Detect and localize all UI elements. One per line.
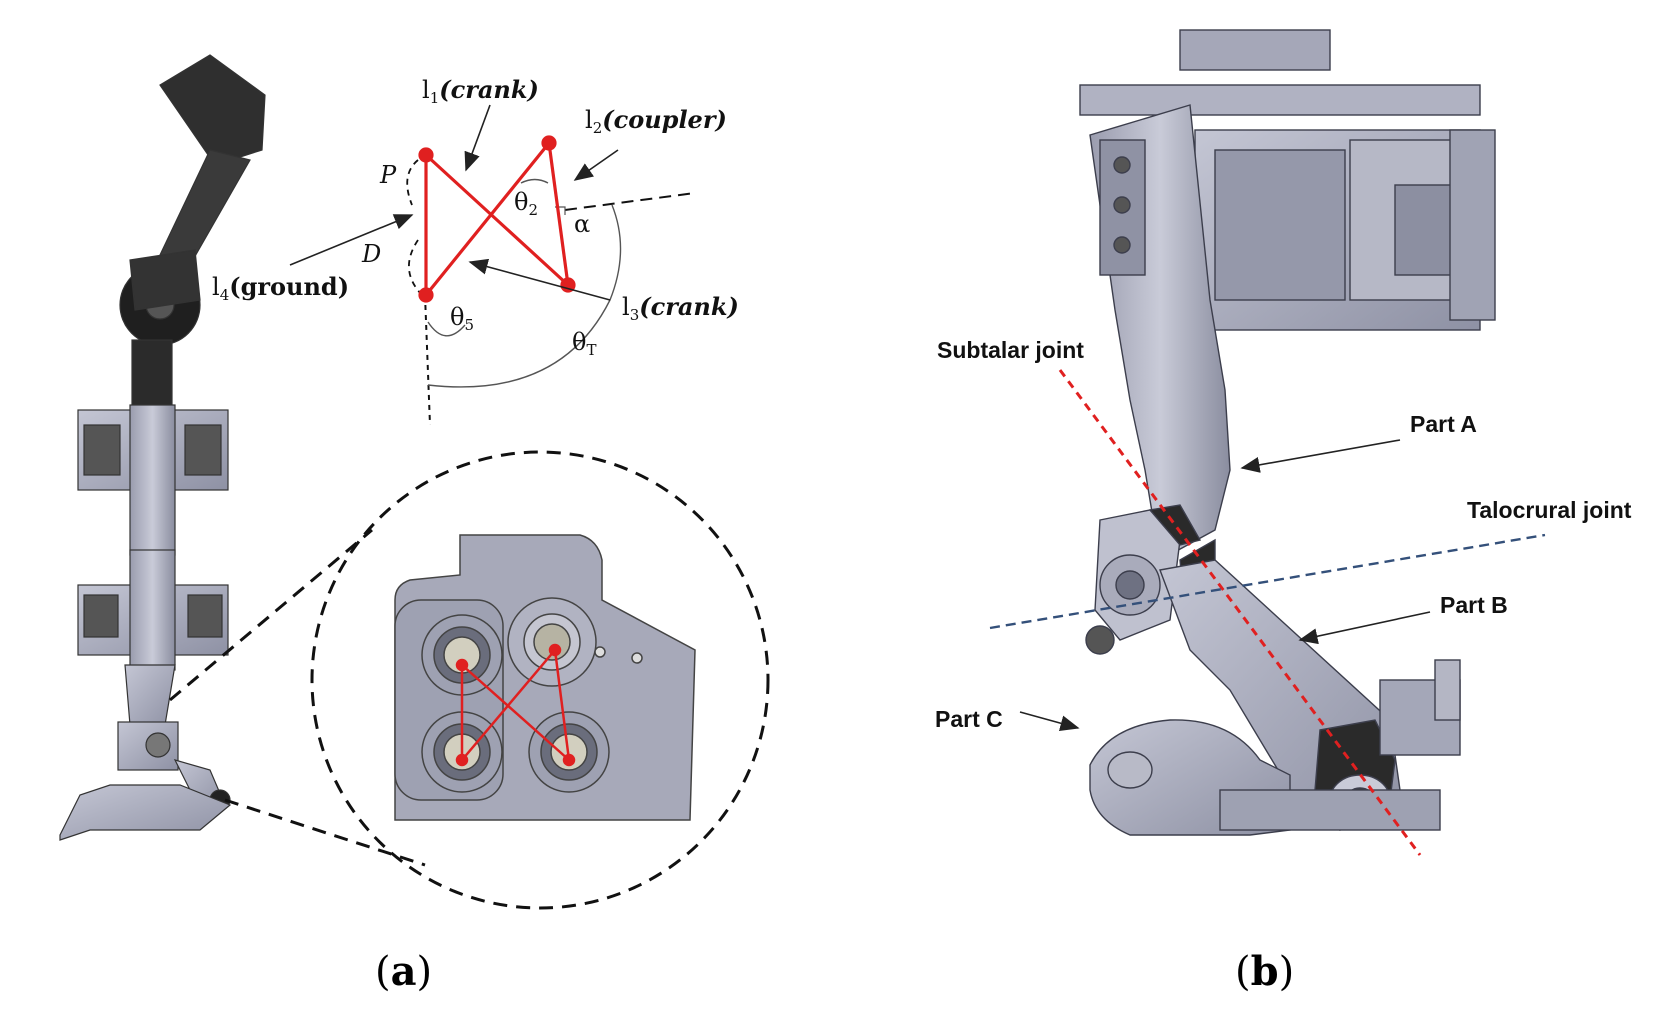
arc-theta5 bbox=[427, 321, 466, 337]
arc-P bbox=[406, 159, 419, 206]
zoom-circle bbox=[310, 450, 770, 910]
label-D: D bbox=[361, 240, 381, 268]
ankle-assembly-drawing bbox=[1079, 29, 1496, 836]
label-theta2: θ2 bbox=[514, 188, 538, 219]
arc-thetaT bbox=[427, 204, 622, 388]
link-l3-cross bbox=[424, 141, 551, 297]
joint-top-left bbox=[418, 147, 434, 163]
zoom-line-upper bbox=[169, 528, 373, 702]
exoskeleton-leg-drawing bbox=[59, 54, 266, 841]
zoomed-linkage-red bbox=[455, 643, 576, 767]
hip-motor bbox=[159, 54, 266, 166]
label-part-b: Part B bbox=[1440, 592, 1508, 618]
foot-plate bbox=[59, 784, 232, 841]
zoom-line-lower bbox=[224, 798, 426, 867]
talocrural-axis bbox=[989, 533, 1546, 630]
thigh-link bbox=[159, 149, 251, 266]
label-alpha: α bbox=[574, 210, 590, 238]
caption-b: (b) bbox=[1235, 948, 1294, 995]
joint-bottom-left bbox=[418, 287, 434, 303]
joint-top-right bbox=[541, 135, 557, 151]
label-P: P bbox=[379, 161, 397, 189]
caption-a: (a) bbox=[375, 948, 432, 995]
label-l3: l3(crank) bbox=[622, 292, 739, 324]
label-l4: l4(ground) bbox=[212, 272, 349, 304]
link-l1 bbox=[424, 153, 570, 287]
label-part-c: Part C bbox=[935, 706, 1003, 732]
label-l2: l2(coupler) bbox=[585, 105, 727, 137]
label-thetaT: θT bbox=[572, 328, 596, 359]
shank-link bbox=[131, 339, 173, 413]
linkage-schematic: l1(crank) l2(coupler) l3(crank) l4(groun… bbox=[212, 75, 739, 426]
label-part-a: Part A bbox=[1410, 411, 1477, 437]
arc-D bbox=[408, 239, 423, 296]
label-l1: l1(crank) bbox=[422, 75, 539, 107]
zoomed-linkage-block bbox=[394, 534, 696, 821]
zoom-callout bbox=[169, 450, 770, 910]
label-subtalar-joint: Subtalar joint bbox=[937, 337, 1084, 363]
subtalar-axis bbox=[1058, 369, 1422, 856]
label-talocrural-joint: Talocrural joint bbox=[1467, 497, 1632, 523]
link-l2 bbox=[547, 142, 570, 286]
label-theta5: θ5 bbox=[450, 303, 474, 334]
arc-theta2 bbox=[520, 178, 549, 184]
